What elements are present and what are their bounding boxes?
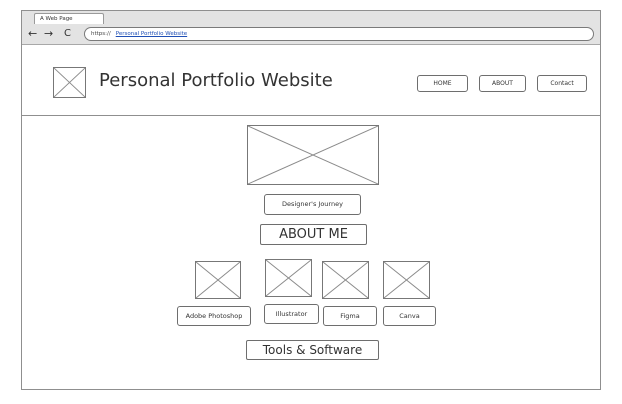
illustrator-image-placeholder [265, 259, 312, 297]
forward-icon[interactable]: → [44, 27, 54, 40]
site-title: Personal Portfolio Website [99, 70, 333, 91]
address-bar[interactable]: https:// Personal Portfolio Website [84, 27, 594, 41]
tools-software-heading: Tools & Software [246, 340, 379, 360]
about-me-heading: ABOUT ME [260, 224, 367, 245]
photoshop-image-placeholder [195, 261, 241, 299]
tool-label-canva[interactable]: Canva [383, 306, 436, 326]
canva-image-placeholder [383, 261, 430, 299]
tool-label-illustrator[interactable]: Illustrator [264, 304, 319, 324]
browser-tab[interactable]: A Web Page [34, 13, 104, 24]
tool-label-photoshop[interactable]: Adobe Photoshop [177, 306, 251, 326]
nav-home-button[interactable]: HOME [417, 75, 468, 92]
nav-about-button[interactable]: ABOUT [479, 75, 526, 92]
back-icon[interactable]: ← [28, 27, 38, 40]
tool-label-figma[interactable]: Figma [323, 306, 377, 326]
nav-contact-button[interactable]: Contact [537, 75, 587, 92]
browser-toolbar: A Web Page ← → C https:// Personal Portfo… [22, 11, 600, 45]
logo-image-placeholder [53, 67, 86, 98]
url-prefix: https:// [91, 31, 111, 37]
figma-image-placeholder [322, 261, 369, 299]
designers-journey-button[interactable]: Designer's Journey [264, 194, 361, 215]
hero-image-placeholder [247, 125, 379, 185]
url-link[interactable]: Personal Portfolio Website [115, 31, 188, 37]
reload-icon[interactable]: C [64, 28, 71, 39]
browser-window: A Web Page ← → C https:// Personal Portfo… [21, 10, 601, 390]
site-header: Personal Portfolio Website HOME ABOUT Co… [22, 46, 600, 116]
